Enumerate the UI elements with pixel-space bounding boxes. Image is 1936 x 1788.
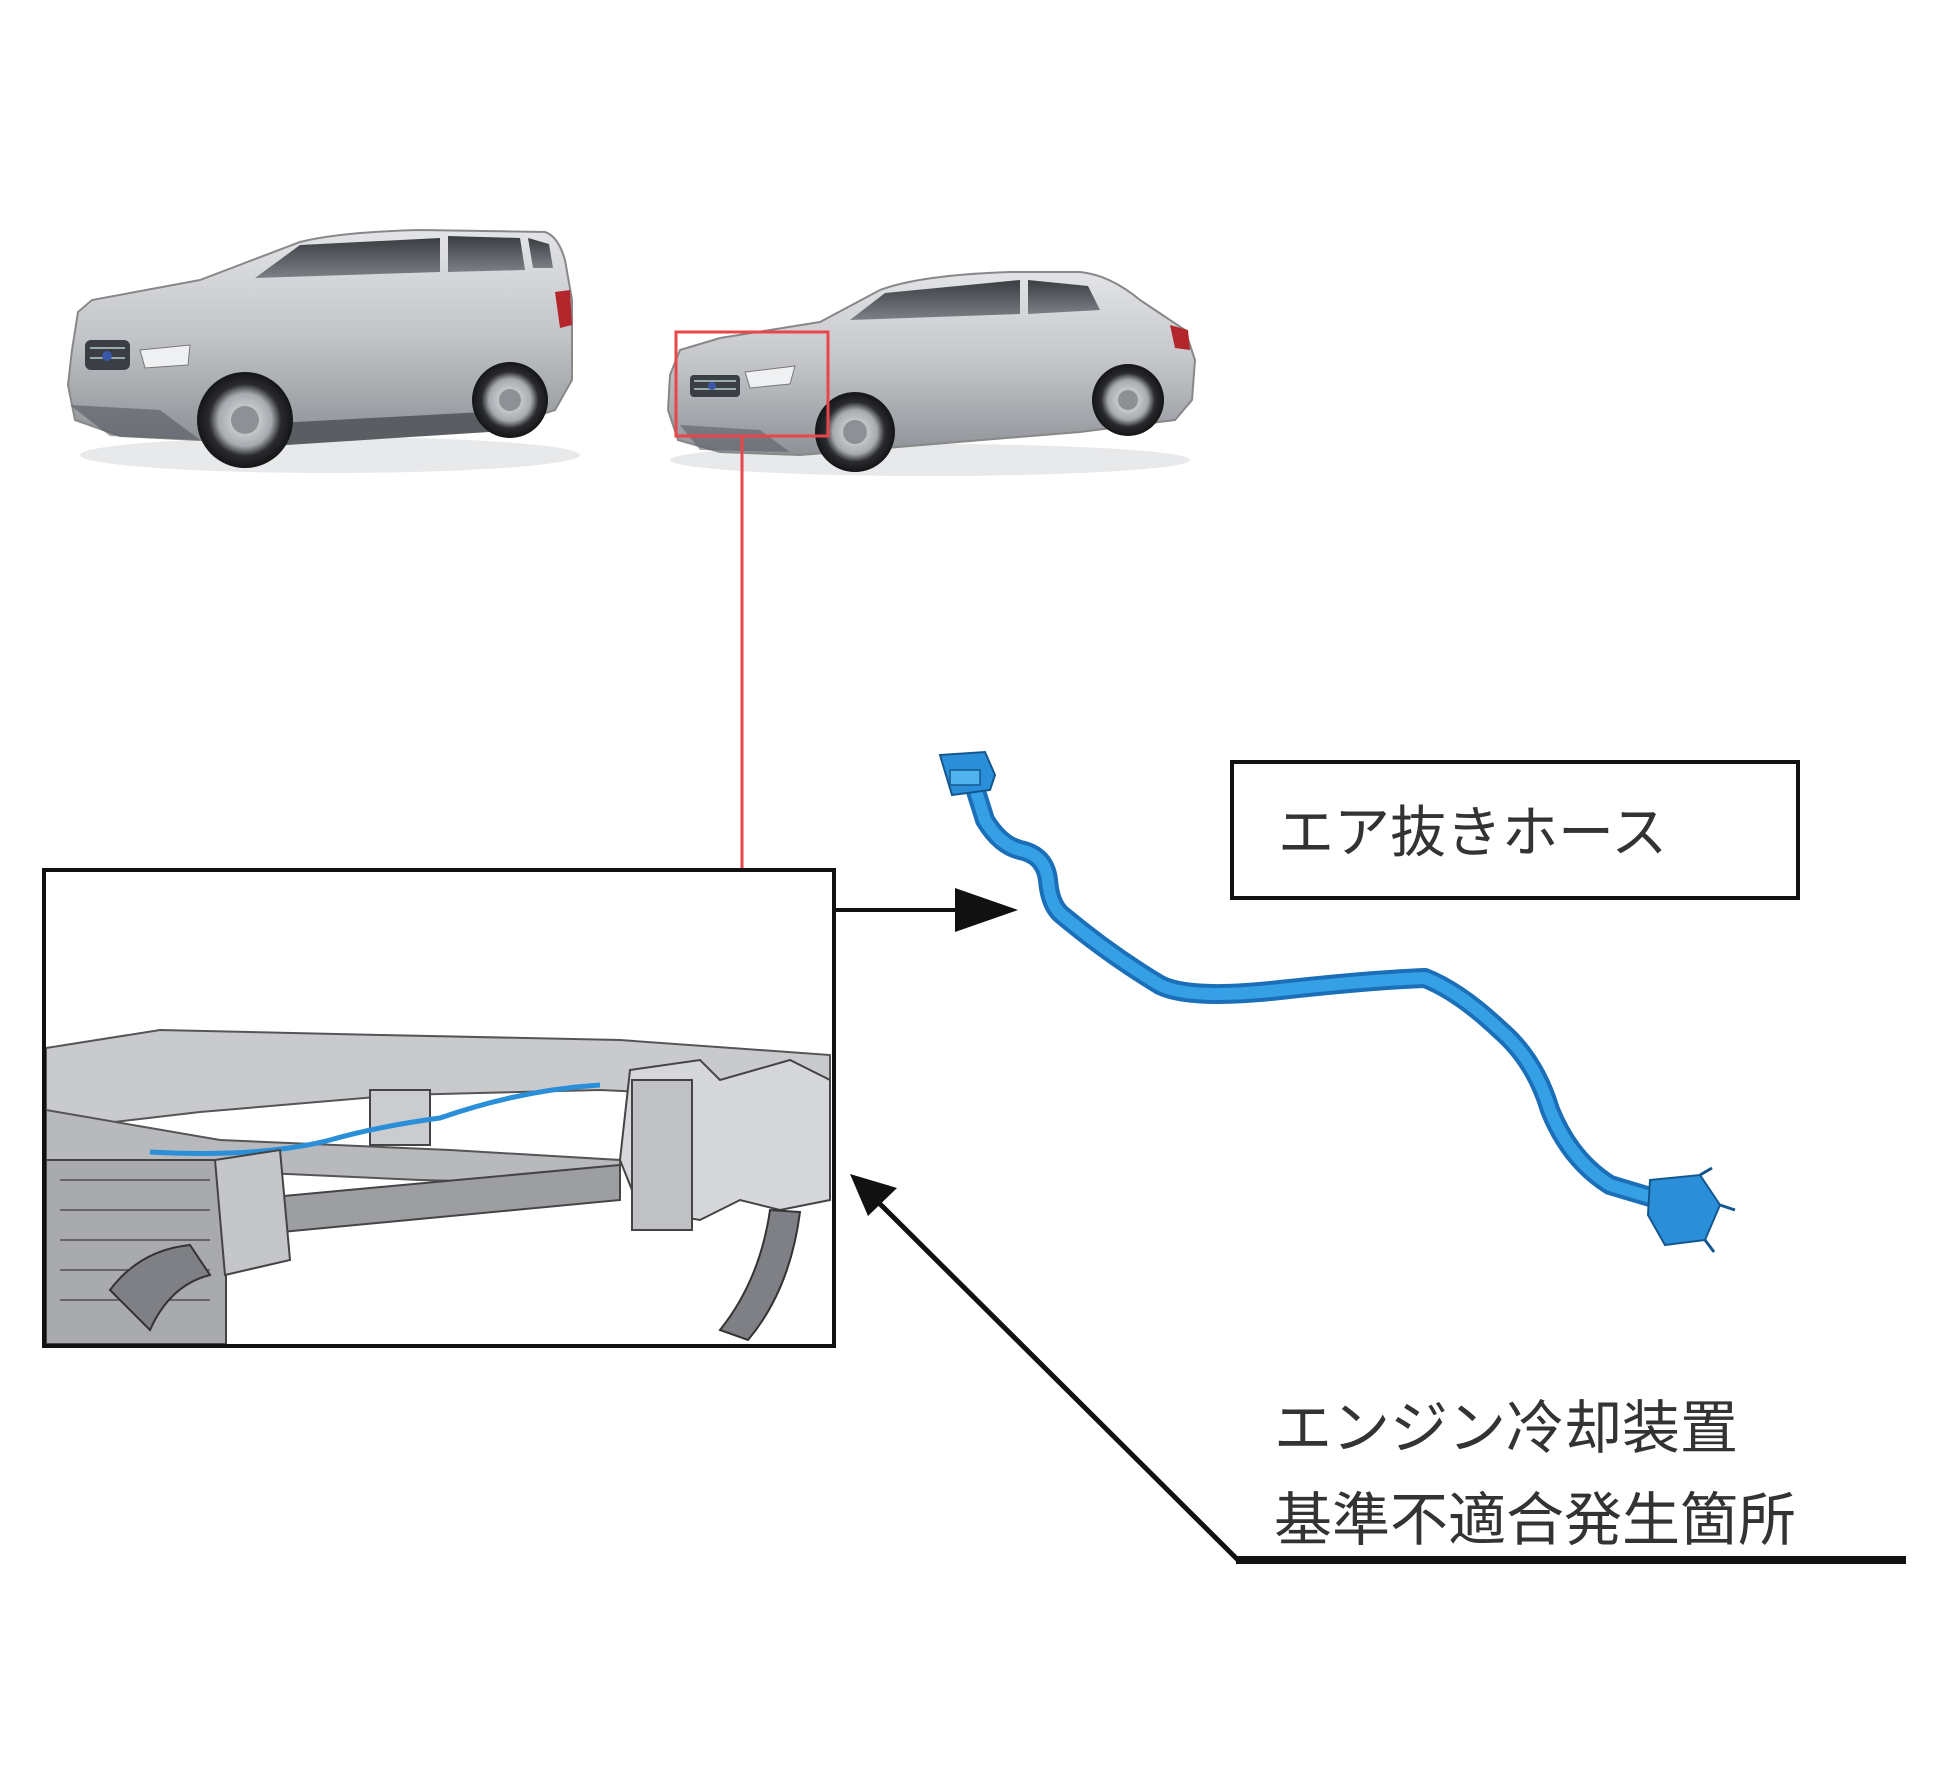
arrow-to-detail-head	[850, 1174, 897, 1216]
cooling-label-line1: エンジン冷却装置	[1274, 1394, 1738, 1462]
arrow-to-detail	[870, 1194, 1240, 1562]
hose-label-box	[1230, 760, 1800, 900]
suv-car	[66, 228, 580, 473]
engine-bay-detail	[42, 868, 836, 1348]
hose-part	[938, 750, 1736, 1253]
highlight-box	[674, 330, 830, 438]
arrow-to-hose-head	[955, 888, 1018, 932]
sedan-car	[666, 271, 1197, 476]
cooling-label-line2: 基準不適合発生箇所	[1274, 1486, 1796, 1554]
hose-label: エア抜きホース	[1278, 801, 1667, 866]
hose-in-bay	[149, 1082, 601, 1156]
